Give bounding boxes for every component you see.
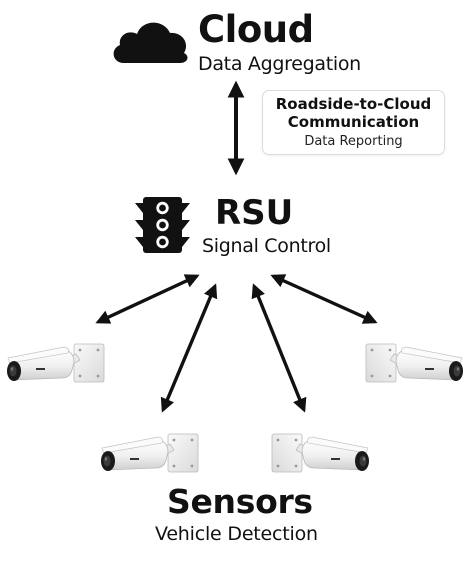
sensors-title: Sensors: [167, 482, 313, 521]
bullet-camera-icon: [271, 433, 370, 473]
sensors-subtitle: Vehicle Detection: [155, 523, 318, 545]
bullet-camera-icon: [365, 343, 464, 383]
bullet-camera-icon: [100, 433, 199, 473]
communication-callout: Roadside-to-Cloud Communication Data Rep…: [262, 90, 445, 155]
cloud-icon: [113, 22, 188, 63]
rsu-title: RSU: [215, 193, 294, 233]
arrow-rsu-camera-3: [251, 283, 307, 413]
arrow-rsu-camera-2: [160, 283, 218, 413]
cloud-subtitle: Data Aggregation: [198, 53, 361, 75]
rsu-subtitle: Signal Control: [202, 235, 331, 257]
traffic-light-icon: [135, 197, 190, 253]
communication-title-line-2: Communication: [287, 113, 420, 131]
cloud-title: Cloud: [198, 8, 314, 51]
communication-title-line-1: Roadside-to-Cloud: [275, 95, 432, 113]
arrow-rsu-camera-1: [95, 274, 200, 324]
communication-subtitle: Data Reporting: [304, 134, 403, 149]
arrow-rsu-camera-4: [270, 274, 378, 324]
bullet-camera-icon: [6, 343, 105, 383]
